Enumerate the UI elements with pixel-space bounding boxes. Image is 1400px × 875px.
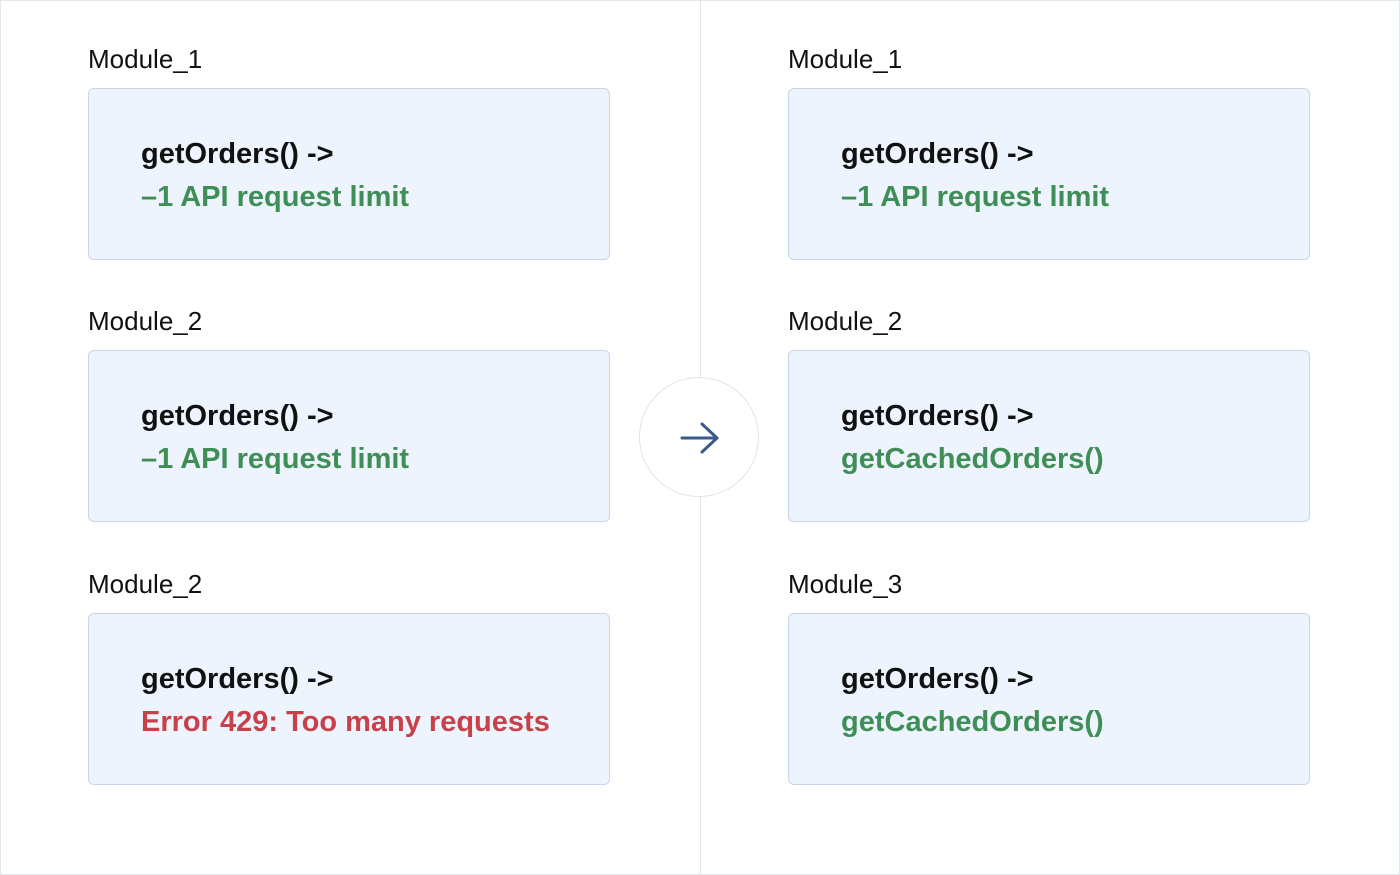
module-label: Module_3 — [788, 569, 903, 599]
result-text: –1 API request limit — [841, 181, 1110, 213]
result-text: getCachedOrders() — [841, 706, 1104, 738]
call-text: getOrders() -> — [141, 138, 334, 170]
request-card: getOrders() -> –1 API request limit — [88, 88, 610, 260]
module-label: Module_2 — [788, 306, 903, 336]
request-card: getOrders() -> –1 API request limit — [88, 350, 610, 522]
call-text: getOrders() -> — [141, 663, 334, 695]
result-text: –1 API request limit — [141, 443, 410, 475]
call-text: getOrders() -> — [841, 663, 1034, 695]
call-text: getOrders() -> — [841, 138, 1034, 170]
error-text: Error 429: Too many requests — [141, 706, 550, 738]
request-card: getOrders() -> Error 429: Too many reque… — [88, 613, 610, 785]
request-card: getOrders() -> –1 API request limit — [788, 88, 1310, 260]
module-label: Module_1 — [788, 44, 903, 74]
module-label: Module_2 — [88, 306, 203, 336]
arrow-circle — [639, 377, 759, 497]
request-card: getOrders() -> getCachedOrders() — [788, 613, 1310, 785]
request-card: getOrders() -> getCachedOrders() — [788, 350, 1310, 522]
module-label: Module_1 — [88, 44, 203, 74]
call-text: getOrders() -> — [841, 400, 1034, 432]
call-text: getOrders() -> — [141, 400, 334, 432]
arrow-right-icon — [680, 422, 719, 454]
result-text: –1 API request limit — [141, 181, 410, 213]
result-text: getCachedOrders() — [841, 443, 1104, 475]
module-label: Module_2 — [88, 569, 203, 599]
